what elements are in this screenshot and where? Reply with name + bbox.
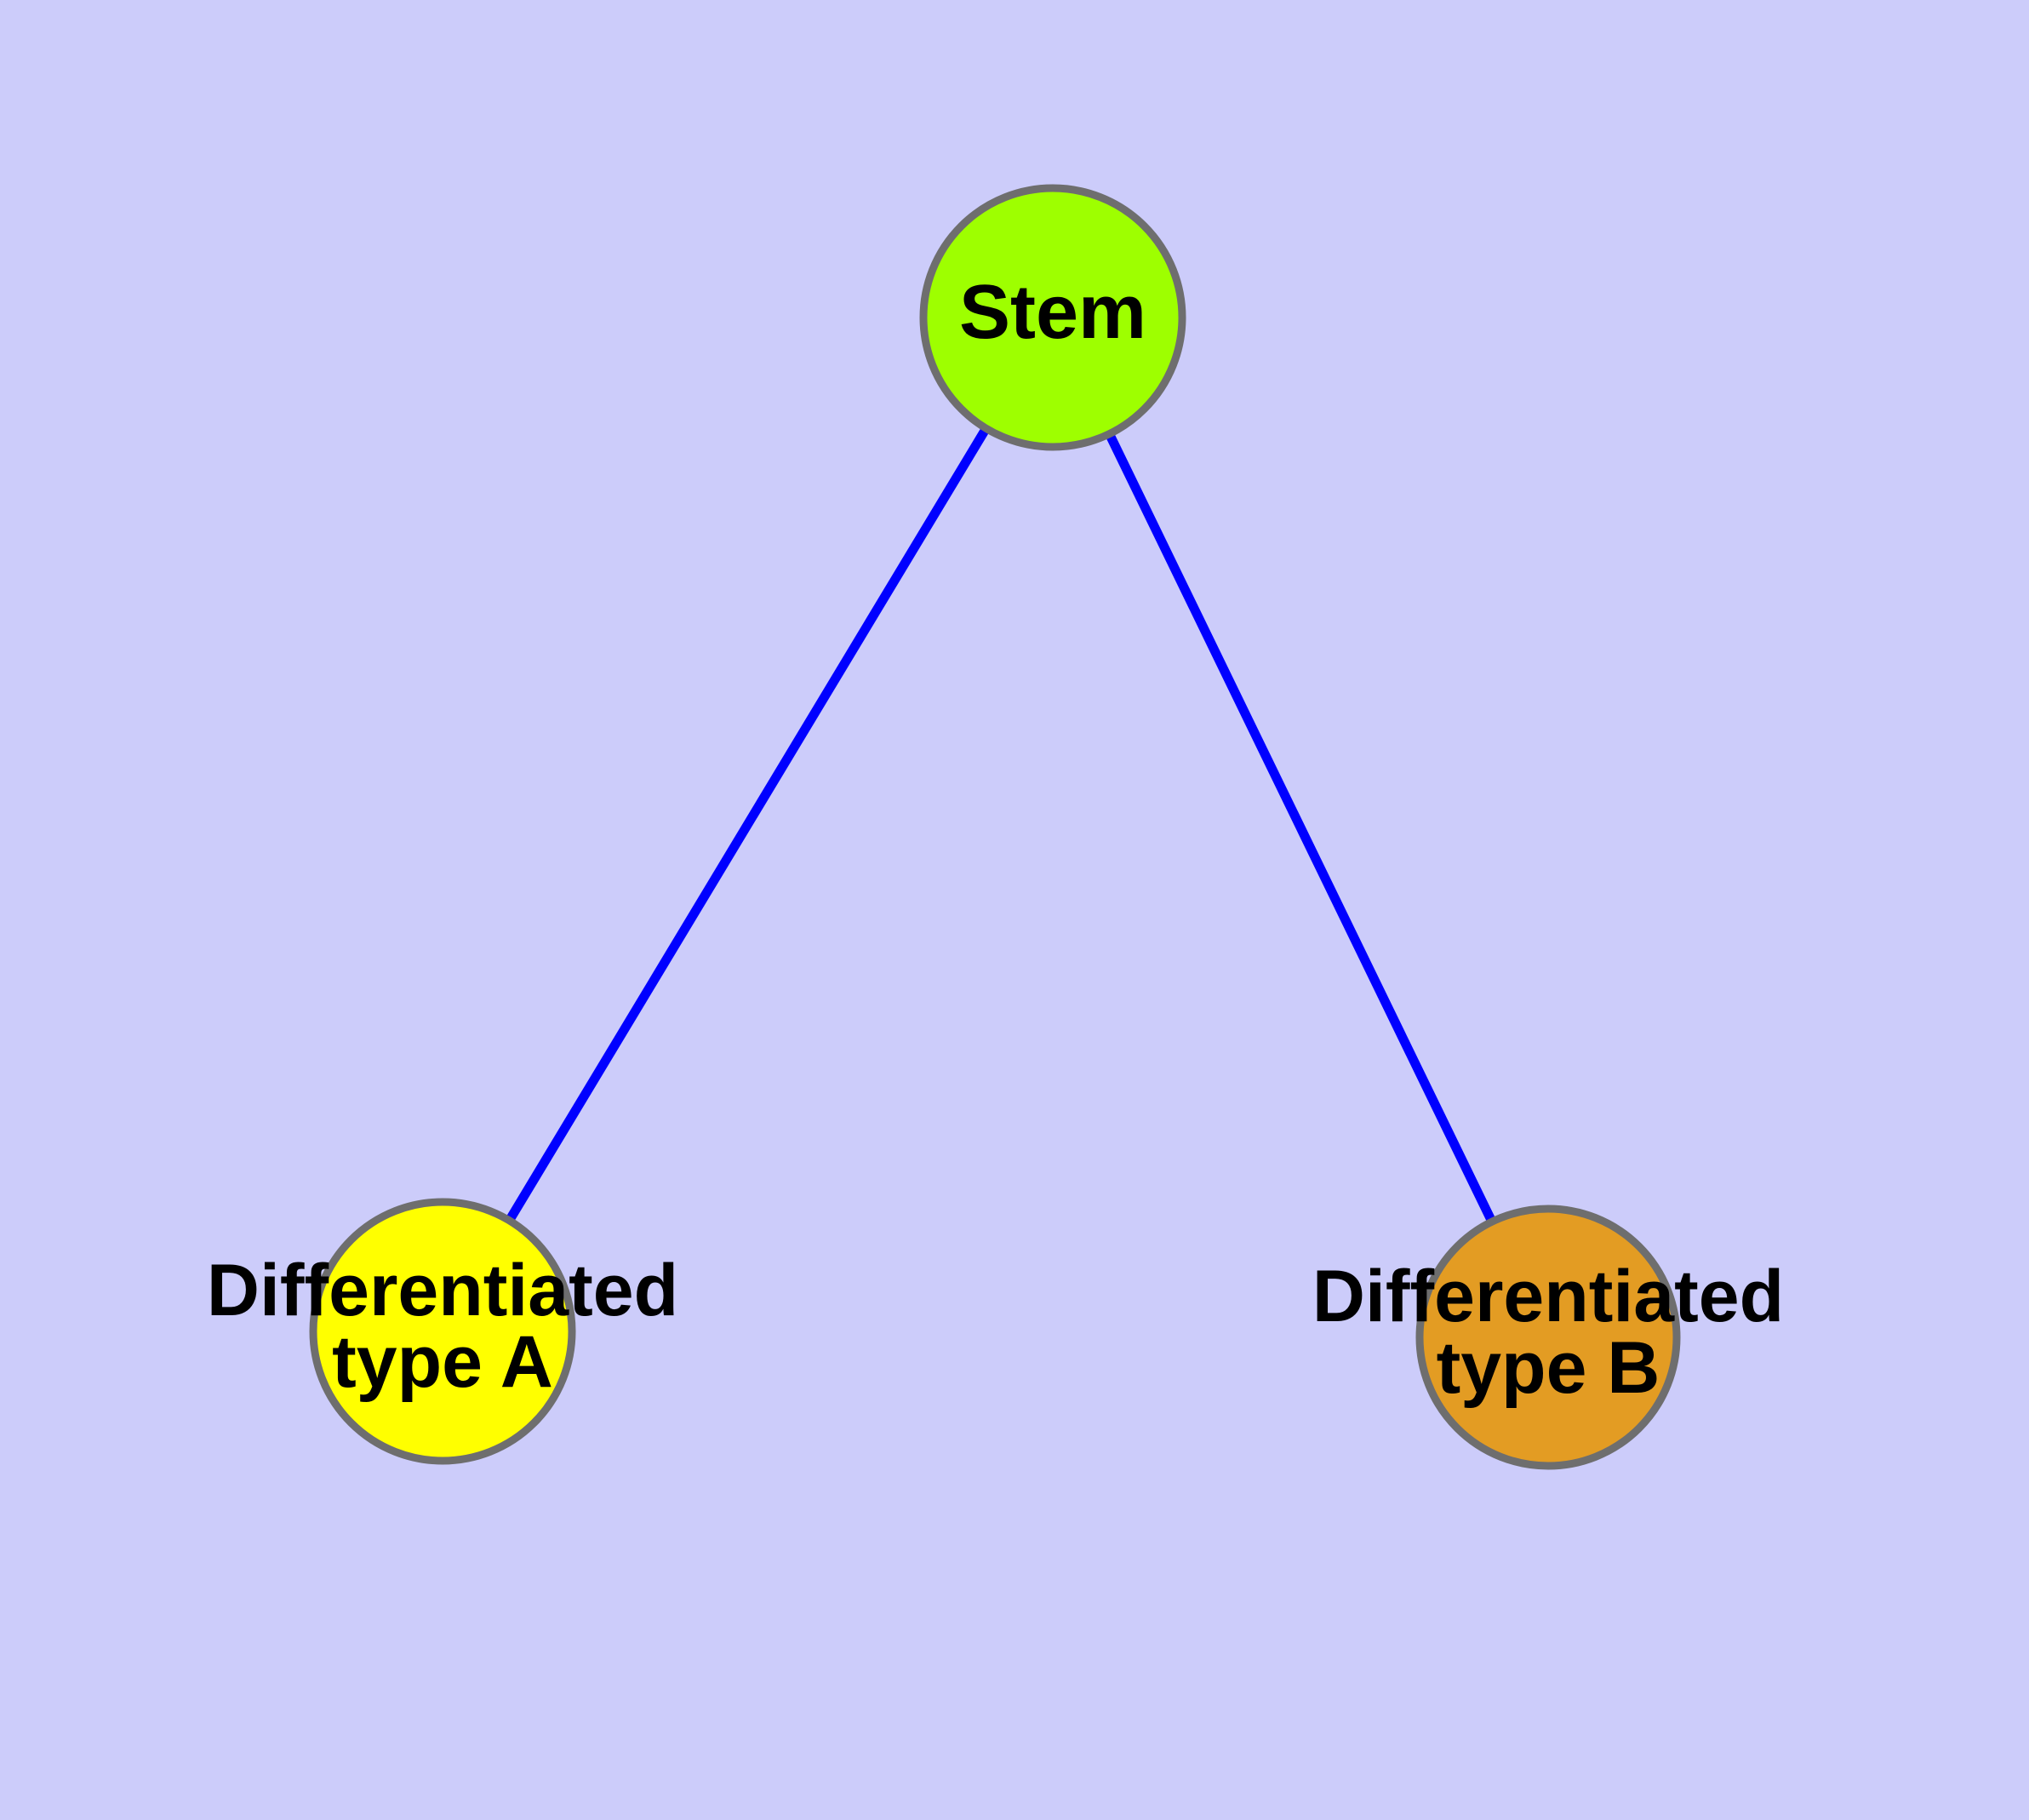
graph-node-diff_b[interactable] xyxy=(1415,1205,1681,1470)
edges-group xyxy=(506,427,1495,1222)
label-line: Stem xyxy=(959,270,1146,355)
label-line: Differentiated xyxy=(207,1250,678,1331)
graph-edge-stem-to-a[interactable] xyxy=(506,427,989,1222)
label-line: type A xyxy=(332,1321,553,1403)
graph-node-label-stem: Stem xyxy=(959,270,1146,355)
nodes-group xyxy=(309,184,1681,1470)
label-line: Differentiated xyxy=(1312,1256,1784,1337)
graph-node-stem[interactable] xyxy=(919,184,1186,451)
label-line: type B xyxy=(1437,1327,1660,1409)
graph-edge-stem-to-b[interactable] xyxy=(1106,434,1495,1222)
graph-node-diff_a[interactable] xyxy=(309,1198,576,1465)
